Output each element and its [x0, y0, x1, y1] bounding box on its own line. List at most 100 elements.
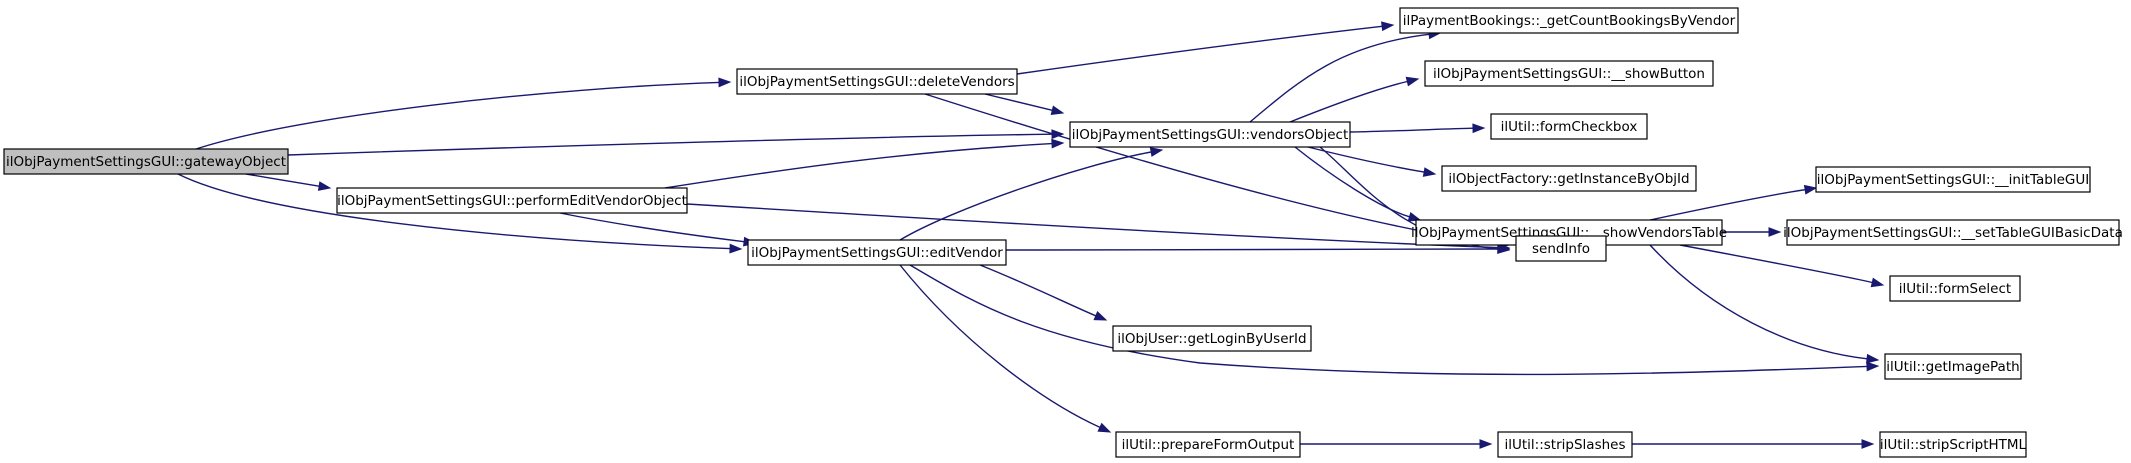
edge-gatewayObject-to-deleteVendors	[195, 77, 732, 150]
node-label: ilObjPaymentSettingsGUI::__setTableGUIBa…	[1783, 225, 2123, 241]
node-getCountBookingsByVendor[interactable]: ilPaymentBookings::_getCountBookingsByVe…	[1399, 7, 1739, 34]
node-label: ilObjPaymentSettingsGUI::gatewayObject	[6, 154, 286, 170]
node-label: sendInfo	[1532, 241, 1590, 257]
edge-line	[909, 264, 1868, 376]
edge-line	[1294, 146, 1410, 218]
node-box	[1112, 325, 1312, 352]
node-label: ilObjPaymentSettingsGUI::vendorsObject	[1072, 127, 1349, 143]
edge-line	[924, 93, 1499, 245]
node-setTableGUIBasicData[interactable]: ilObjPaymentSettingsGUI::__setTableGUIBa…	[1783, 219, 2123, 246]
node-initTableGUI[interactable]: ilObjPaymentSettingsGUI::__initTableGUI	[1815, 166, 2091, 193]
arrowhead-icon	[718, 77, 732, 88]
edge-editVendor-to-sendInfo	[1005, 244, 1511, 254]
node-showButton[interactable]: ilObjPaymentSettingsGUI::__showButton	[1424, 60, 1714, 87]
edge-showVendorsTable-to-initTableGUI	[1649, 184, 1818, 221]
node-formSelect[interactable]: ilUtil::formSelect	[1889, 275, 2021, 302]
arrowhead-icon	[1381, 21, 1395, 32]
arrowhead-icon	[317, 181, 332, 191]
edge-deleteVendors-to-getCountBookingsByVendor	[1016, 21, 1395, 75]
arrowhead-icon	[1803, 184, 1818, 195]
arrowhead-icon	[1861, 439, 1875, 449]
node-box	[1497, 431, 1633, 458]
edge-line	[979, 264, 1097, 317]
arrowhead-icon	[1472, 123, 1486, 134]
node-getInstanceByObjId[interactable]: ilObjectFactory::getInstanceByObjId	[1441, 165, 1697, 192]
node-label: ilObjPaymentSettingsGUI::editVendor	[751, 245, 1003, 261]
edge-performEditVendorObject-to-vendorsObject	[664, 138, 1065, 189]
arrowhead-icon	[1866, 353, 1880, 364]
arrowhead-icon	[1097, 422, 1112, 433]
arrowhead-icon	[729, 243, 743, 254]
node-box	[336, 187, 688, 214]
node-label: ilUtil::stripScriptHTML	[1880, 437, 2027, 453]
edge-line	[1649, 244, 1868, 360]
node-label: ilUtil::prepareFormOutput	[1122, 437, 1295, 453]
node-box	[1879, 431, 2027, 458]
edge-stripSlashes-to-stripScriptHTML	[1632, 439, 1875, 449]
edge-editVendor-to-getLoginByUserId	[979, 264, 1108, 321]
node-box	[1786, 219, 2120, 246]
edge-editVendor-to-getImagePath	[909, 264, 1880, 376]
edge-line	[559, 212, 745, 243]
node-label: ilObjPaymentSettingsGUI::deleteVendors	[739, 74, 1014, 90]
node-label: ilUtil::getImagePath	[1886, 359, 2019, 375]
node-box	[1069, 121, 1351, 148]
edge-editVendor-to-prepareFormOutput	[899, 264, 1112, 433]
node-box	[1889, 275, 2021, 302]
arrowhead-icon	[1768, 227, 1782, 237]
edge-line	[245, 173, 320, 187]
node-box	[1399, 7, 1739, 34]
node-box	[3, 148, 289, 175]
edge-showVendorsTable-to-getImagePath	[1649, 244, 1880, 364]
node-stripSlashes[interactable]: ilUtil::stripSlashes	[1497, 431, 1633, 458]
edge-line	[1005, 248, 1499, 251]
edge-line	[1349, 127, 1474, 133]
edge-vendorsObject-to-showVendorsTable	[1294, 146, 1422, 222]
node-vendorsObject[interactable]: ilObjPaymentSettingsGUI::vendorsObject	[1069, 121, 1351, 148]
edge-gatewayObject-to-performEditVendorObject	[245, 173, 332, 191]
node-label: ilObjPaymentSettingsGUI::performEditVend…	[337, 193, 687, 209]
arrowhead-icon	[1870, 277, 1885, 288]
node-box	[1441, 165, 1697, 192]
edge-gatewayObject-to-editVendor	[177, 173, 743, 254]
arrowhead-icon	[1051, 138, 1065, 149]
node-editVendor[interactable]: ilObjPaymentSettingsGUI::editVendor	[747, 239, 1007, 266]
node-box	[1815, 166, 2091, 193]
node-formCheckbox[interactable]: ilUtil::formCheckbox	[1490, 113, 1648, 140]
edge-line	[899, 151, 1152, 241]
node-deleteVendors[interactable]: ilObjPaymentSettingsGUI::deleteVendors	[736, 68, 1018, 95]
node-getImagePath[interactable]: ilUtil::getImagePath	[1884, 353, 2022, 380]
node-label: ilUtil::formSelect	[1899, 281, 2011, 297]
edge-showVendorsTable-to-setTableGUIBasicData	[1721, 227, 1782, 237]
arrowhead-icon	[1407, 211, 1422, 222]
node-prepareFormOutput[interactable]: ilUtil::prepareFormOutput	[1115, 431, 1301, 458]
edge-vendorsObject-to-formCheckbox	[1349, 123, 1486, 134]
node-label: ilUtil::stripSlashes	[1505, 437, 1626, 453]
edge-line	[1289, 80, 1408, 123]
edge-line	[686, 203, 1499, 249]
node-box	[747, 239, 1007, 266]
node-box	[1115, 431, 1301, 458]
edge-prepareFormOutput-to-stripSlashes	[1300, 439, 1493, 449]
edge-vendorsObject-to-getInstanceByObjId	[1307, 146, 1437, 177]
node-box	[1884, 353, 2022, 380]
edge-vendorsObject-to-getCountBookingsByVendor	[1249, 29, 1442, 123]
node-sendInfo[interactable]: sendInfo	[1515, 235, 1607, 262]
arrowhead-icon	[1866, 361, 1880, 372]
node-label: ilObjUser::getLoginByUserId	[1117, 331, 1306, 347]
node-getLoginByUserId[interactable]: ilObjUser::getLoginByUserId	[1112, 325, 1312, 352]
edge-line	[1649, 189, 1806, 221]
node-label: ilPaymentBookings::_getCountBookingsByVe…	[1403, 13, 1736, 29]
node-gatewayObject[interactable]: ilObjPaymentSettingsGUI::gatewayObject	[3, 148, 289, 175]
edge-showVendorsTable-to-formSelect	[1679, 244, 1885, 288]
edge-vendorsObject-to-showButton	[1289, 76, 1420, 123]
node-box	[1490, 113, 1648, 140]
node-stripScriptHTML[interactable]: ilUtil::stripScriptHTML	[1879, 431, 2027, 458]
edge-line	[984, 93, 1053, 111]
edge-deleteVendors-to-vendorsObject	[984, 93, 1065, 115]
arrowhead-icon	[1479, 439, 1493, 449]
arrowhead-icon	[1093, 311, 1108, 321]
edge-line	[287, 133, 1053, 156]
node-performEditVendorObject[interactable]: ilObjPaymentSettingsGUI::performEditVend…	[336, 187, 688, 214]
